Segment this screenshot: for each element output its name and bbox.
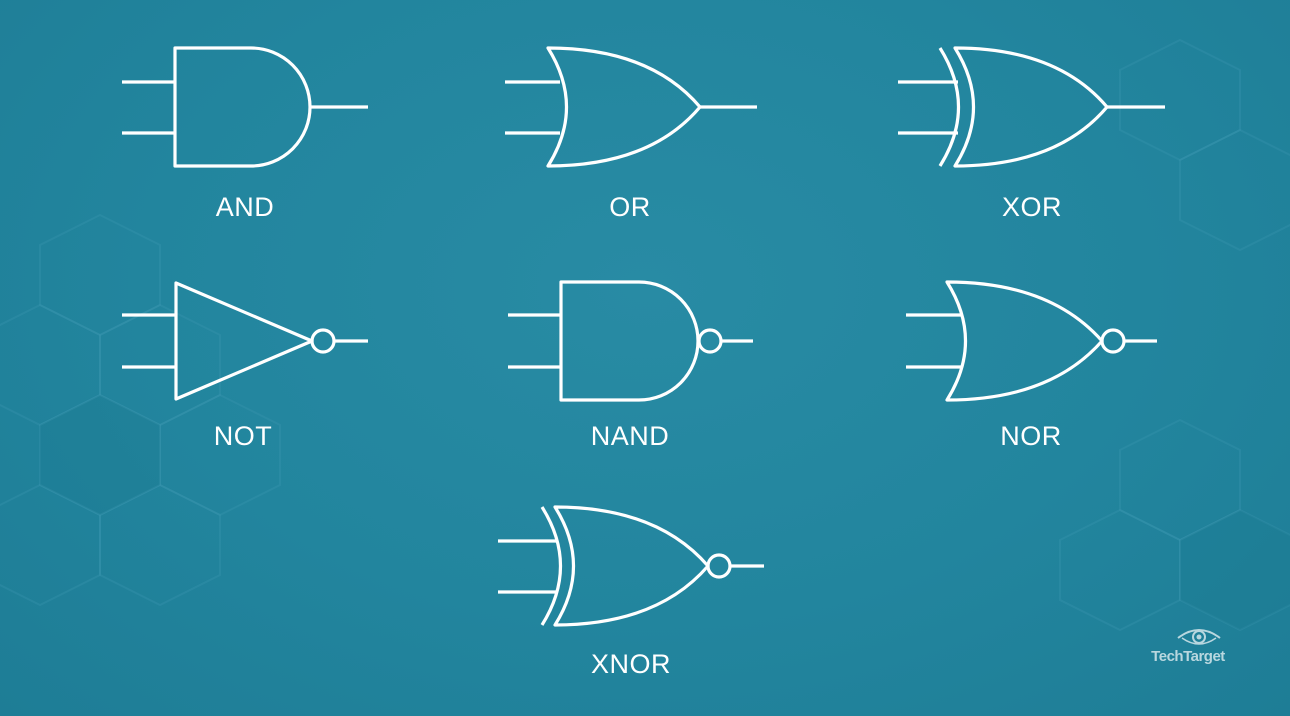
and-gate-label: AND (215, 192, 275, 222)
nor-gate-label: NOR (1000, 421, 1062, 451)
not-gate-label: NOT (213, 421, 273, 451)
xnor-gate-label: XNOR (590, 649, 671, 679)
logo-text: TechTarget (1151, 648, 1225, 665)
xor-gate-label: XOR (1001, 192, 1062, 222)
nand-gate-label: NAND (590, 421, 670, 451)
eye-icon (1177, 629, 1221, 645)
or-gate-label: OR (609, 192, 651, 222)
techtarget-logo: TechTarget (1138, 624, 1238, 672)
